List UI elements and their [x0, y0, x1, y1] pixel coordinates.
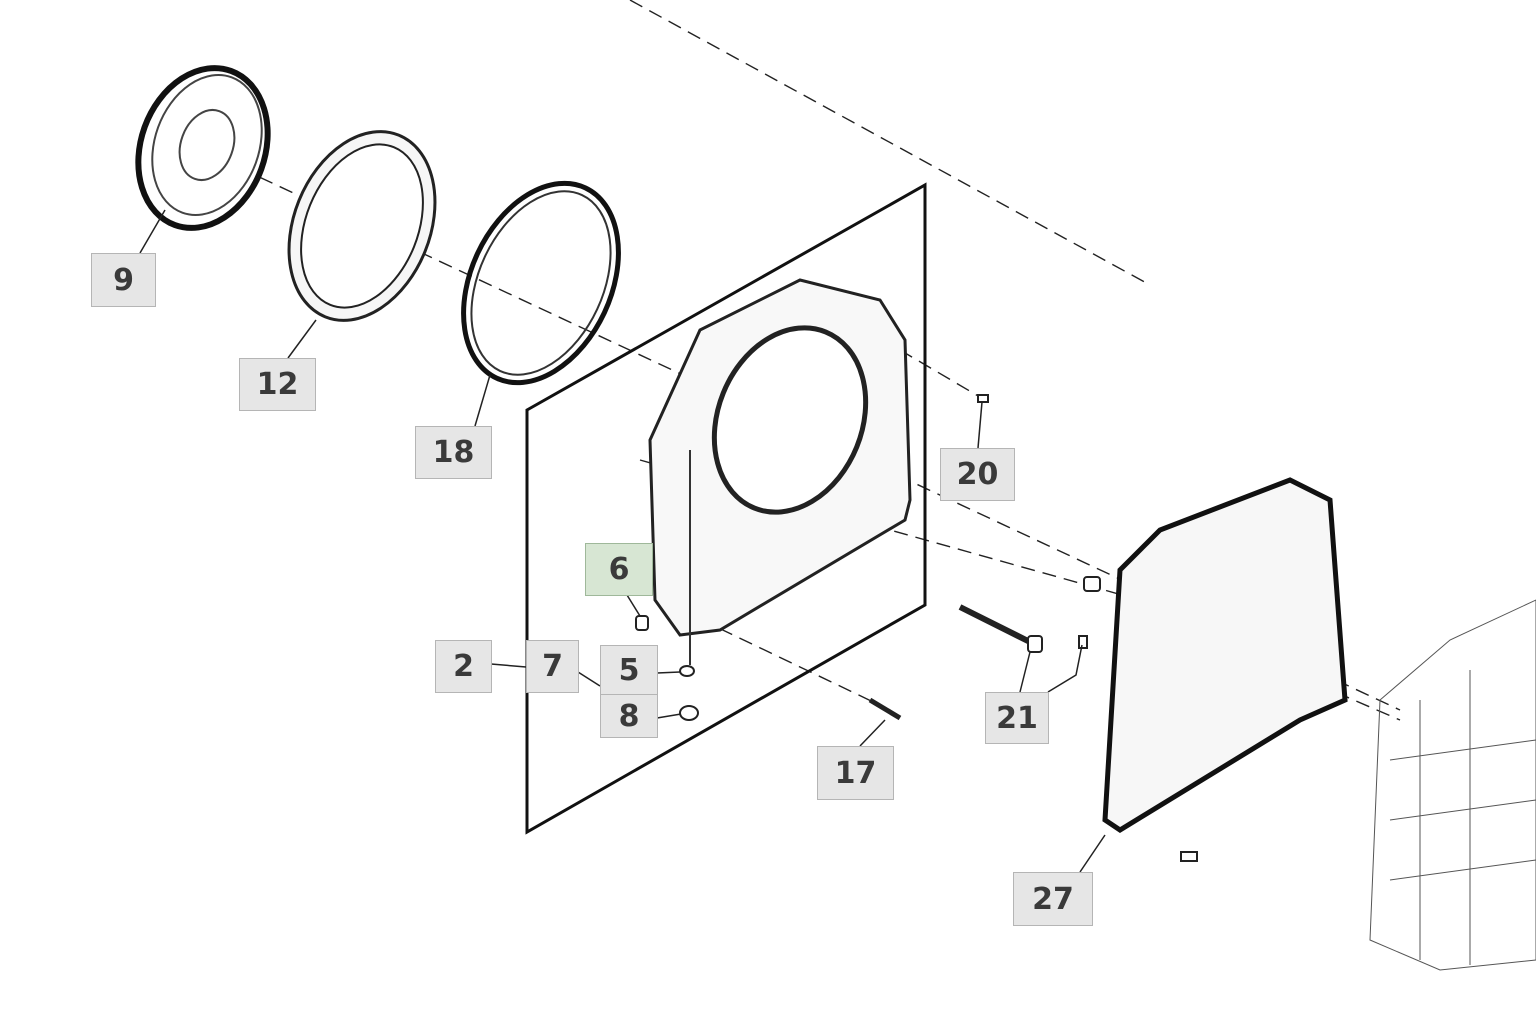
- part-21-bolt: [958, 604, 1032, 645]
- part-20-pin: [977, 394, 989, 403]
- part-18-o-ring: [461, 180, 621, 386]
- callout-5[interactable]: 5: [600, 645, 658, 695]
- callout-17[interactable]: 17: [817, 746, 894, 800]
- part-6-plug: [635, 615, 649, 631]
- part-9-seal-ring: [135, 65, 271, 231]
- part-12-gasket: [287, 130, 437, 322]
- engine-block-sketch: [1369, 599, 1536, 971]
- part-8-nut: [679, 705, 699, 721]
- callout-20[interactable]: 20: [940, 448, 1015, 501]
- part-5-washer: [679, 665, 695, 677]
- small-parts: [635, 394, 1198, 862]
- callout-9[interactable]: 9: [91, 253, 156, 307]
- callout-18[interactable]: 18: [415, 426, 492, 479]
- part-2-housing: [648, 278, 912, 665]
- callout-27[interactable]: 27: [1013, 872, 1093, 926]
- callout-2[interactable]: 2: [435, 640, 492, 693]
- callout-7[interactable]: 7: [526, 640, 579, 693]
- part-17-dowel: [868, 697, 902, 721]
- leader-lines: [139, 209, 1106, 873]
- callout-6-highlighted[interactable]: 6: [585, 543, 653, 596]
- callout-21[interactable]: 21: [985, 692, 1049, 744]
- callout-12[interactable]: 12: [239, 358, 316, 411]
- callout-8[interactable]: 8: [600, 694, 658, 738]
- part-27-gasket-cover: [1102, 477, 1348, 833]
